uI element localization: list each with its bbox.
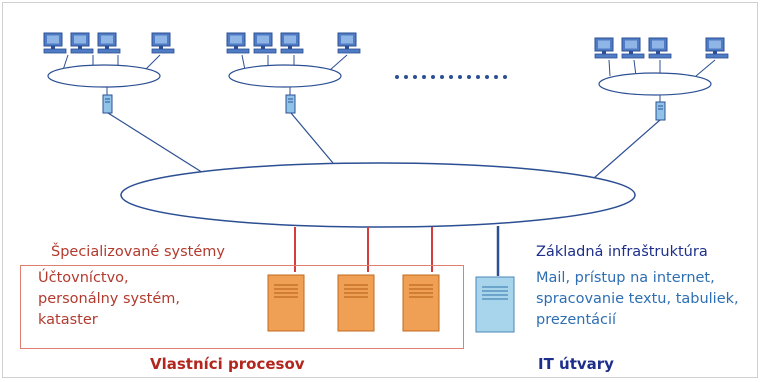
infrastructure-item: spracovanie textu, tabuliek,: [536, 291, 739, 307]
specialized-item: Účtovníctvo,: [38, 270, 129, 286]
lan-ellipse: [228, 64, 342, 88]
process-owners-label: Vlastníci procesov: [150, 355, 305, 373]
lan-1: [43, 32, 175, 114]
specialized-item: kataster: [38, 312, 98, 328]
workstation-icon: [43, 32, 67, 54]
workstation-icon: [621, 37, 645, 59]
workstation-icon: [97, 32, 121, 54]
it-departments-label: IT útvary: [538, 355, 614, 373]
hub-icon: [285, 94, 296, 114]
workstation-icon: [151, 32, 175, 54]
hub-icon: [655, 101, 666, 121]
backbone-network-ellipse: [120, 162, 636, 228]
lan-3: [594, 37, 729, 121]
specialized-systems-heading: Špecializované systémy: [51, 244, 225, 260]
workstation-icon: [705, 37, 729, 59]
workstation-icon: [226, 32, 250, 54]
workstation-icon: [253, 32, 277, 54]
workstation-icon: [70, 32, 94, 54]
workstation-icon: [594, 37, 618, 59]
lan-2: [226, 32, 361, 114]
workstation-icon: [648, 37, 672, 59]
infrastructure-heading: Základná infraštruktúra: [536, 244, 708, 260]
hub-icon: [102, 94, 113, 114]
workstation-icon: [280, 32, 304, 54]
server-icon: [475, 276, 515, 333]
lan-ellipse: [598, 72, 712, 96]
diagram-frame: [2, 2, 758, 378]
lan-ellipse: [47, 64, 161, 88]
specialized-item: personálny systém,: [38, 291, 181, 307]
workstation-icon: [337, 32, 361, 54]
infrastructure-item: prezentácií: [536, 312, 617, 328]
infrastructure-item: Mail, prístup na internet,: [536, 270, 715, 286]
more-networks-dots: [395, 75, 507, 79]
specialized-systems-box: [20, 265, 464, 349]
